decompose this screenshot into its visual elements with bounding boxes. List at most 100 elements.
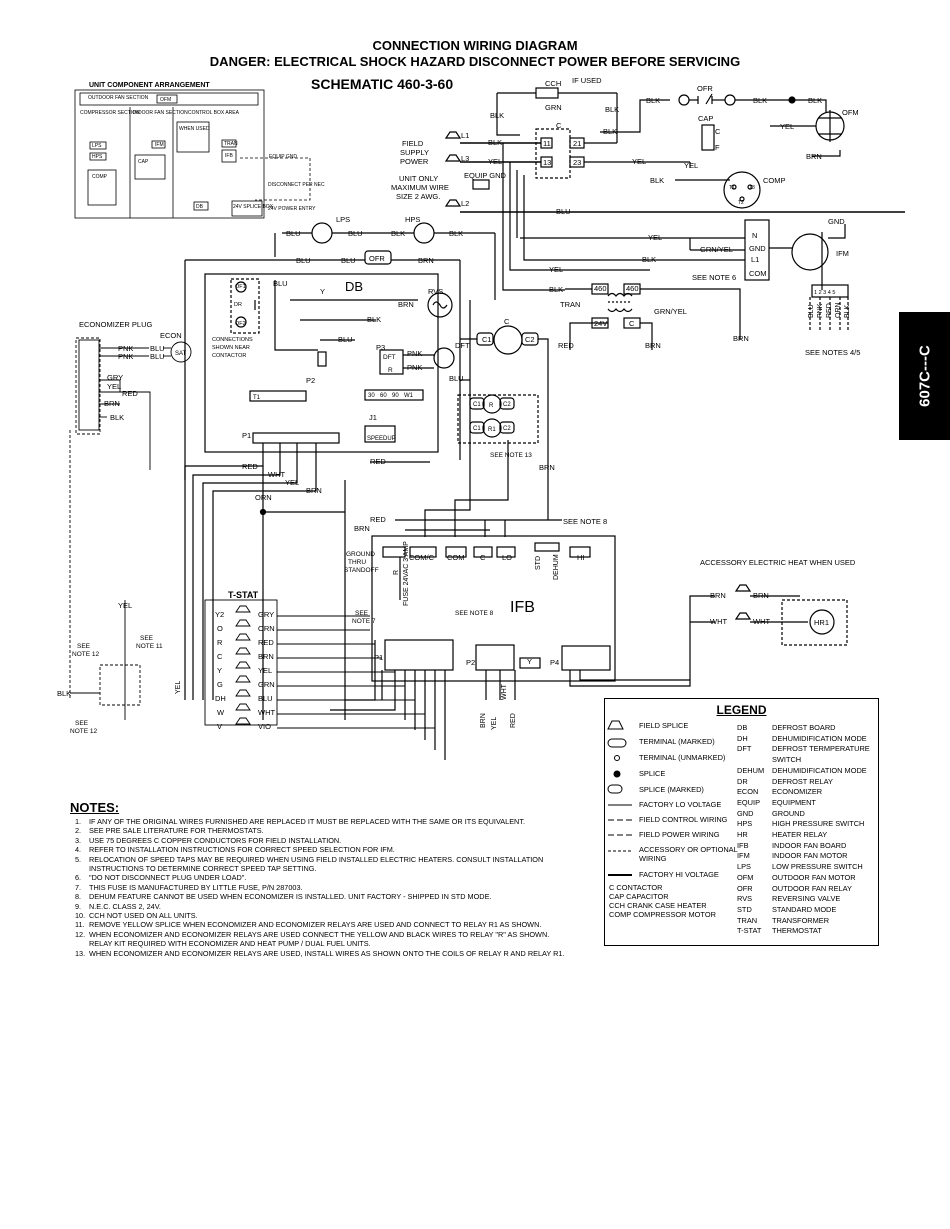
brn-label: BRN — [398, 300, 414, 309]
terminal-13: 13 — [543, 158, 551, 167]
arr-ifm: IFM — [155, 142, 164, 148]
arr-control: CONTROL BOX AREA — [188, 110, 240, 116]
see-notes-45-label: SEE NOTES 4/5 — [805, 348, 860, 357]
legend-abbrev-desc: DEFROST TERMPERATURE — [772, 744, 870, 754]
com-c-label: COM/C — [409, 553, 435, 562]
arr-lps: LPS — [92, 143, 102, 149]
yel-label: YEL — [118, 601, 132, 610]
power-label: POWER — [400, 157, 429, 166]
legend-title: LEGEND — [716, 703, 767, 717]
legend-abbrev-code: ECON — [737, 787, 759, 797]
svg-text:SEE: SEE — [75, 720, 89, 727]
switches-row — [184, 222, 496, 480]
terminal-23: 23 — [573, 158, 581, 167]
legend-abbrev-desc: HIGH PRESSURE SWITCH — [772, 819, 865, 829]
fuse-label: FUSE 24VAC 3 AMP — [403, 541, 410, 606]
t3-label: T3 — [749, 185, 755, 191]
legend-abbrev-desc: ECONOMIZER — [772, 787, 823, 797]
red-label: RED — [510, 713, 517, 728]
blk-label: BLK — [605, 105, 619, 114]
pnk-label: PNK — [118, 344, 133, 353]
dft-label: DFT — [383, 354, 396, 361]
notes-list: 1.IF ANY OF THE ORIGINAL WIRES FURNISHED… — [75, 817, 564, 958]
svg-text:SEE: SEE — [77, 643, 91, 650]
cap-f-label: F — [715, 143, 720, 152]
ifb-c-label: C — [480, 553, 486, 562]
arr-ofm: OFM — [160, 97, 171, 103]
legend-abbrev-code: HR — [737, 830, 748, 839]
yel-label: YEL — [488, 157, 502, 166]
brn-label: BRN — [354, 524, 370, 533]
terminal-21: 21 — [573, 139, 581, 148]
legend-abbrev-desc: OUTDOOR FAN RELAY — [772, 883, 852, 893]
terminal-11: 11 — [543, 139, 551, 148]
legend-symbol-item: FIELD POWER WIRING — [639, 830, 720, 839]
tstat-r: R — [217, 638, 223, 647]
legend-abbrev-desc: REVERSING VALVE — [772, 894, 841, 904]
yel-label: YEL — [107, 382, 121, 391]
blk-label: BLK — [646, 96, 660, 105]
c-label: C — [504, 317, 510, 326]
tran-label: TRAN — [560, 300, 580, 309]
j1-label: J1 — [369, 413, 377, 422]
power-section — [444, 87, 905, 350]
hr1-label: HR1 — [814, 618, 829, 627]
yel-label: YEL — [285, 478, 299, 487]
db-60: 60 — [380, 393, 387, 399]
legend-abbrev-code: EQUIP — [737, 797, 760, 807]
supply-label: SUPPLY — [400, 148, 429, 157]
brn-label: BRN — [645, 341, 661, 350]
pnk-label: PNK — [407, 349, 422, 358]
tstat-y: Y — [217, 666, 222, 675]
svg-text:NOTE 12: NOTE 12 — [70, 728, 97, 735]
legend-symbol-item: FACTORY HI VOLTAGE — [639, 870, 719, 879]
if-used-label: IF USED — [572, 76, 602, 85]
legend-symbol-item: ACCESSORY OR OPTIONAL — [639, 845, 738, 854]
p3-label: P3 — [376, 343, 385, 352]
orn-label: ORN — [258, 624, 275, 633]
tstat-label: T-STAT — [228, 590, 259, 600]
see-note-7-label: SEE — [355, 610, 369, 617]
db-30: 30 — [368, 393, 375, 399]
red-label: RED — [242, 462, 258, 471]
danger-warning: DANGER: ELECTRICAL SHOCK HAZARD DISCONNE… — [209, 54, 741, 69]
arr-title: OUTDOOR FAN SECTION — [88, 95, 149, 101]
orn-label: ORN — [835, 302, 842, 318]
speedup-label: SPEEDUP — [367, 436, 396, 442]
l1-label: L1 — [461, 131, 469, 140]
notes-heading: NOTES: — [70, 800, 120, 815]
tran-c-label: C — [629, 319, 635, 328]
legend-abbrev-code: OFM — [737, 872, 754, 882]
sat-label: SAT — [175, 351, 187, 357]
blk-label: BLK — [490, 111, 504, 120]
legend-symbol-item: FIELD SPLICE — [639, 721, 689, 730]
ofm-label: OFM — [842, 108, 859, 117]
blk-label: BLK — [488, 138, 502, 147]
legend-symbol-item: WIRING — [639, 854, 667, 863]
y-label: Y — [320, 287, 325, 296]
ifm-gnd-label: GND — [749, 244, 766, 253]
brn-label: BRN — [806, 152, 822, 161]
blk-label: BLK — [753, 96, 767, 105]
of1-label: OF1 — [235, 284, 246, 290]
size-label: SIZE 2 AWG. — [396, 192, 440, 201]
brn-label: BRN — [710, 591, 726, 600]
relay-r-label: R — [489, 403, 494, 409]
economizer-plug-label: ECONOMIZER PLUG — [79, 320, 153, 329]
svg-text:THRU: THRU — [348, 559, 366, 566]
p2-label: P2 — [466, 658, 475, 667]
blk-label: BLK — [603, 127, 617, 136]
of2-label: OF2 — [235, 321, 246, 327]
blk-label: BLK — [642, 255, 656, 264]
blu-label: BLU — [273, 279, 288, 288]
red-label: RED — [558, 341, 574, 350]
arr-cap: CAP — [138, 159, 149, 165]
blu-label: BLU — [348, 229, 363, 238]
arr-power-entry: 24V POWER ENTRY — [268, 206, 316, 212]
dr-label: DR — [234, 302, 242, 308]
legend-abbrev-code: GND — [737, 808, 754, 818]
svg-text:STANDOFF: STANDOFF — [344, 567, 379, 574]
svg-text:NOTE 7: NOTE 7 — [352, 618, 376, 625]
c2-label: C2 — [525, 335, 535, 344]
